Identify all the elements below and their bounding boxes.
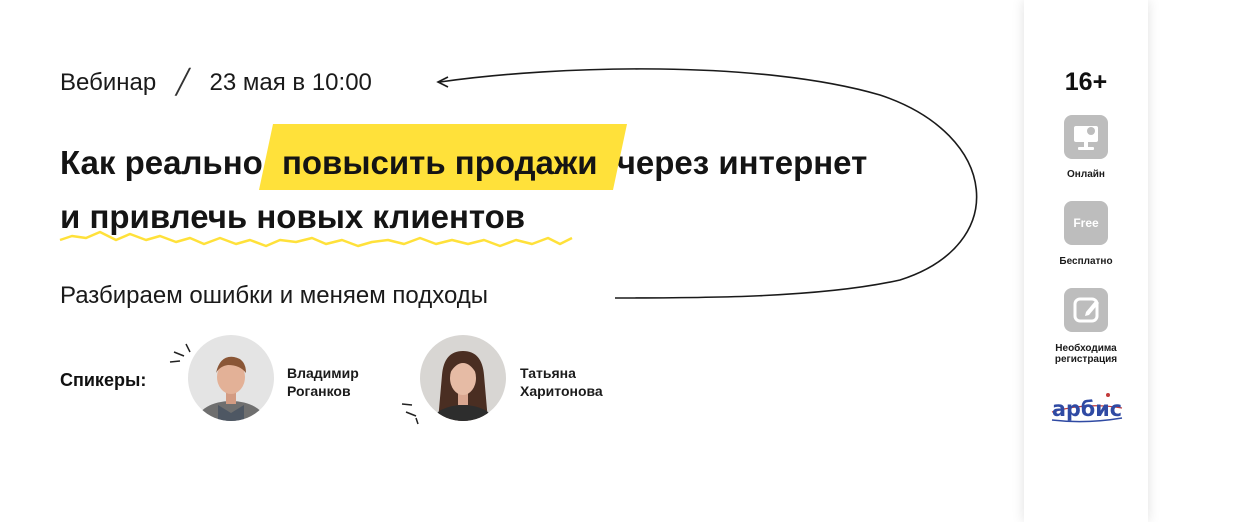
headline-highlight: повысить продажи — [272, 136, 608, 190]
headline-line-1: Как реально повысить продажи через интер… — [60, 136, 867, 190]
online-label: Онлайн — [1067, 169, 1105, 180]
monitor-icon — [1064, 115, 1108, 159]
registration-label: Необходима регистрация — [1054, 343, 1118, 365]
speaker-avatar-1 — [188, 335, 274, 421]
free-icon: Free — [1064, 201, 1108, 245]
info-panel: 16+ Онлайн Free Бесплатно Необходима рег… — [1024, 0, 1148, 522]
event-datetime: 23 мая в 10:00 — [209, 69, 372, 96]
svg-text:арбис: арбис — [1052, 397, 1122, 421]
free-label: Бесплатно — [1059, 256, 1113, 267]
headline-line-2: и привлечь новых клиентов — [60, 198, 526, 235]
decorative-loop-arrow — [59, 68, 978, 299]
headline: Как реально повысить продажи через интер… — [60, 136, 867, 244]
subtitle: Разбираем ошибки и меняем подходы — [60, 282, 489, 309]
speaker-avatar-2 — [420, 335, 506, 421]
event-date-line: Вебинар ╱ 23 мая в 10:00 — [60, 68, 372, 97]
event-type: Вебинар — [60, 69, 157, 96]
edit-icon — [1064, 288, 1108, 332]
accent-lines-icon — [169, 343, 191, 363]
age-rating: 16+ — [1064, 68, 1108, 96]
accent-lines-icon — [401, 403, 419, 425]
speaker-name-2: Татьяна Харитонова — [520, 365, 603, 399]
speaker-name-1: Владимир Роганков — [287, 365, 359, 399]
webinar-banner: Вебинар ╱ 23 мая в 10:00 Как реально пов… — [0, 0, 1020, 522]
speakers-label: Спикеры: — [60, 370, 147, 390]
divider-slash: ╱ — [175, 69, 191, 96]
arbis-logo: арбис — [1050, 390, 1124, 424]
